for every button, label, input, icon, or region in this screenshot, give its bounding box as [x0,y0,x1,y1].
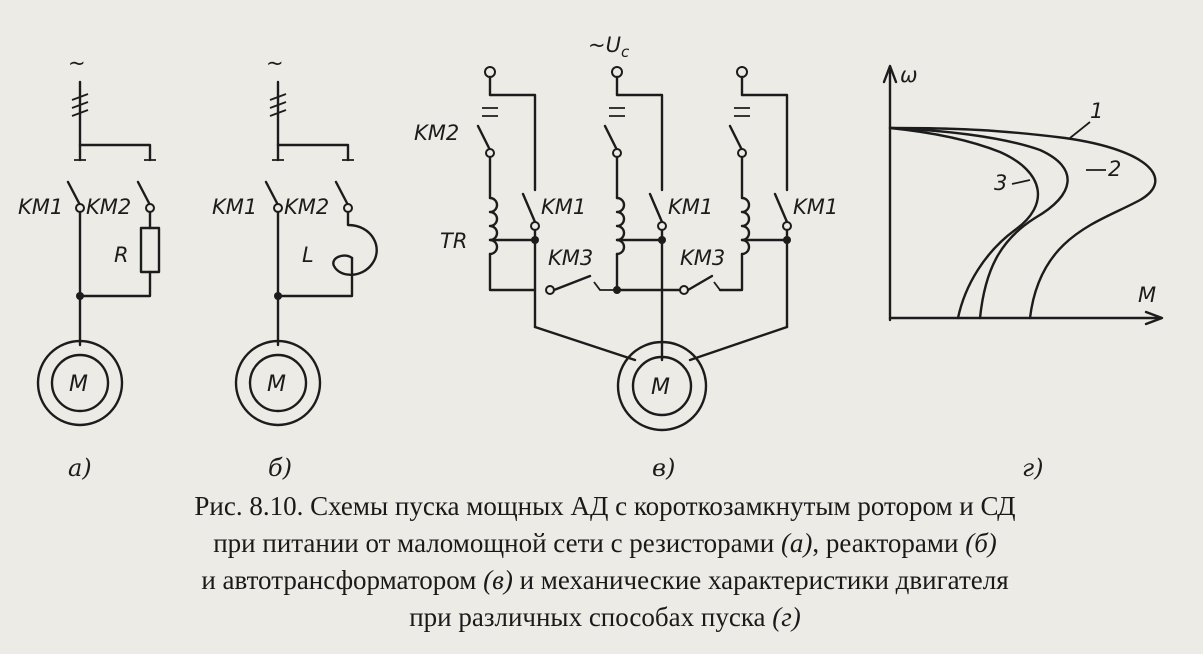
supply-symbol-a: ~ [68,51,86,75]
caption-line-1: Рис. 8.10. Схемы пуска мощных АД с корот… [194,491,1016,521]
sublabel-g: г) [1022,454,1044,482]
switch-km2-c3 [728,124,744,152]
reactor-l [332,210,378,276]
switch-km1-a [66,180,82,207]
label-km2-c: KM2 [414,121,459,145]
caption-text: при питании от маломощной сети с резисто… [213,528,781,558]
caption-ref-a: (а) [780,528,813,558]
motor-label-a: M [69,372,88,397]
label-km3-c1: KM3 [548,246,593,270]
switch-km2-a [136,180,152,207]
label-torque: M [1138,283,1156,307]
motor-b-inner [248,353,308,413]
characteristics-graph: ω M 1 2 3 г) [882,63,1164,482]
supply-symbol-b: ~ [266,51,284,75]
caption-ref-g: (г) [772,602,801,632]
switch-km1-c3 [773,192,789,224]
label-km1-c1: KM1 [541,195,586,219]
supply-label-c: ~Uc [588,33,630,61]
label-km2-b: KM2 [284,195,329,219]
motor-b-outer [234,339,322,427]
caption-line-4: при различных способах пуска (г) [40,599,1170,636]
switch-km2-b [334,180,350,207]
motor-label-b: M [267,372,286,397]
label-km1-c3: KM1 [793,195,838,219]
caption-text: при различных способах пуска [409,602,773,632]
caption-ref-b: (б) [965,528,997,558]
label-km2-a: KM2 [86,195,131,219]
switch-km1-c1 [521,192,537,224]
sublabel-b: б) [268,454,292,482]
circuit-c: ~Uc KM2 KM1 TR KM1 [414,33,838,482]
label-l: L [302,243,314,267]
switch-km2-c2 [603,124,619,152]
autotransformer-winding-1 [488,196,499,256]
resistor-r [139,226,161,274]
label-r: R [114,243,129,267]
motor-a-inner [50,353,110,413]
curve-3 [888,126,1040,320]
motor-c-outer [616,340,708,432]
sublabel-c: в) [652,454,675,482]
motor-a-outer [36,339,124,427]
circuit-b: ~ KM1 KM2 L M б) [212,51,378,482]
autotransformer-winding-3 [740,196,751,256]
curve-label-3: 3 [994,171,1007,195]
curve-2 [888,126,1069,320]
switch-km1-c2 [648,192,664,224]
label-km3-c2: KM3 [680,246,725,270]
motor-c-inner [631,355,693,417]
supply-ticks-a [71,93,89,117]
label-km1-b: KM1 [212,195,257,219]
switch-km3-c1 [552,274,592,292]
label-km1-a: KM1 [18,195,63,219]
curve-label-2: 2 [1108,157,1121,181]
switch-km1-b [264,180,280,207]
caption-text: , реакторами [812,528,966,558]
caption-line-2: при питании от маломощной сети с резисто… [40,525,1170,562]
switch-km2-c1 [476,124,492,152]
caption-text: и автотрансформатором [201,565,484,595]
caption-ref-c: (в) [483,565,513,595]
motor-label-c: M [651,375,670,400]
circuit-a: ~ KM1 KM2 R M а) [18,51,161,482]
label-tr: TR [440,229,467,253]
figure-caption: Рис. 8.10. Схемы пуска мощных АД с корот… [40,488,1170,636]
sublabel-a: а) [68,454,92,482]
curve-1 [888,126,1157,320]
caption-text: и механические характеристики двигателя [512,565,1009,595]
label-km1-c2: KM1 [668,195,713,219]
label-omega: ω [900,63,918,87]
caption-line-3: и автотрансформатором (в) и механические… [40,562,1170,599]
curve-label-1: 1 [1090,99,1103,123]
switch-km3-c2 [686,274,714,292]
autotransformer-winding-2 [615,196,626,256]
